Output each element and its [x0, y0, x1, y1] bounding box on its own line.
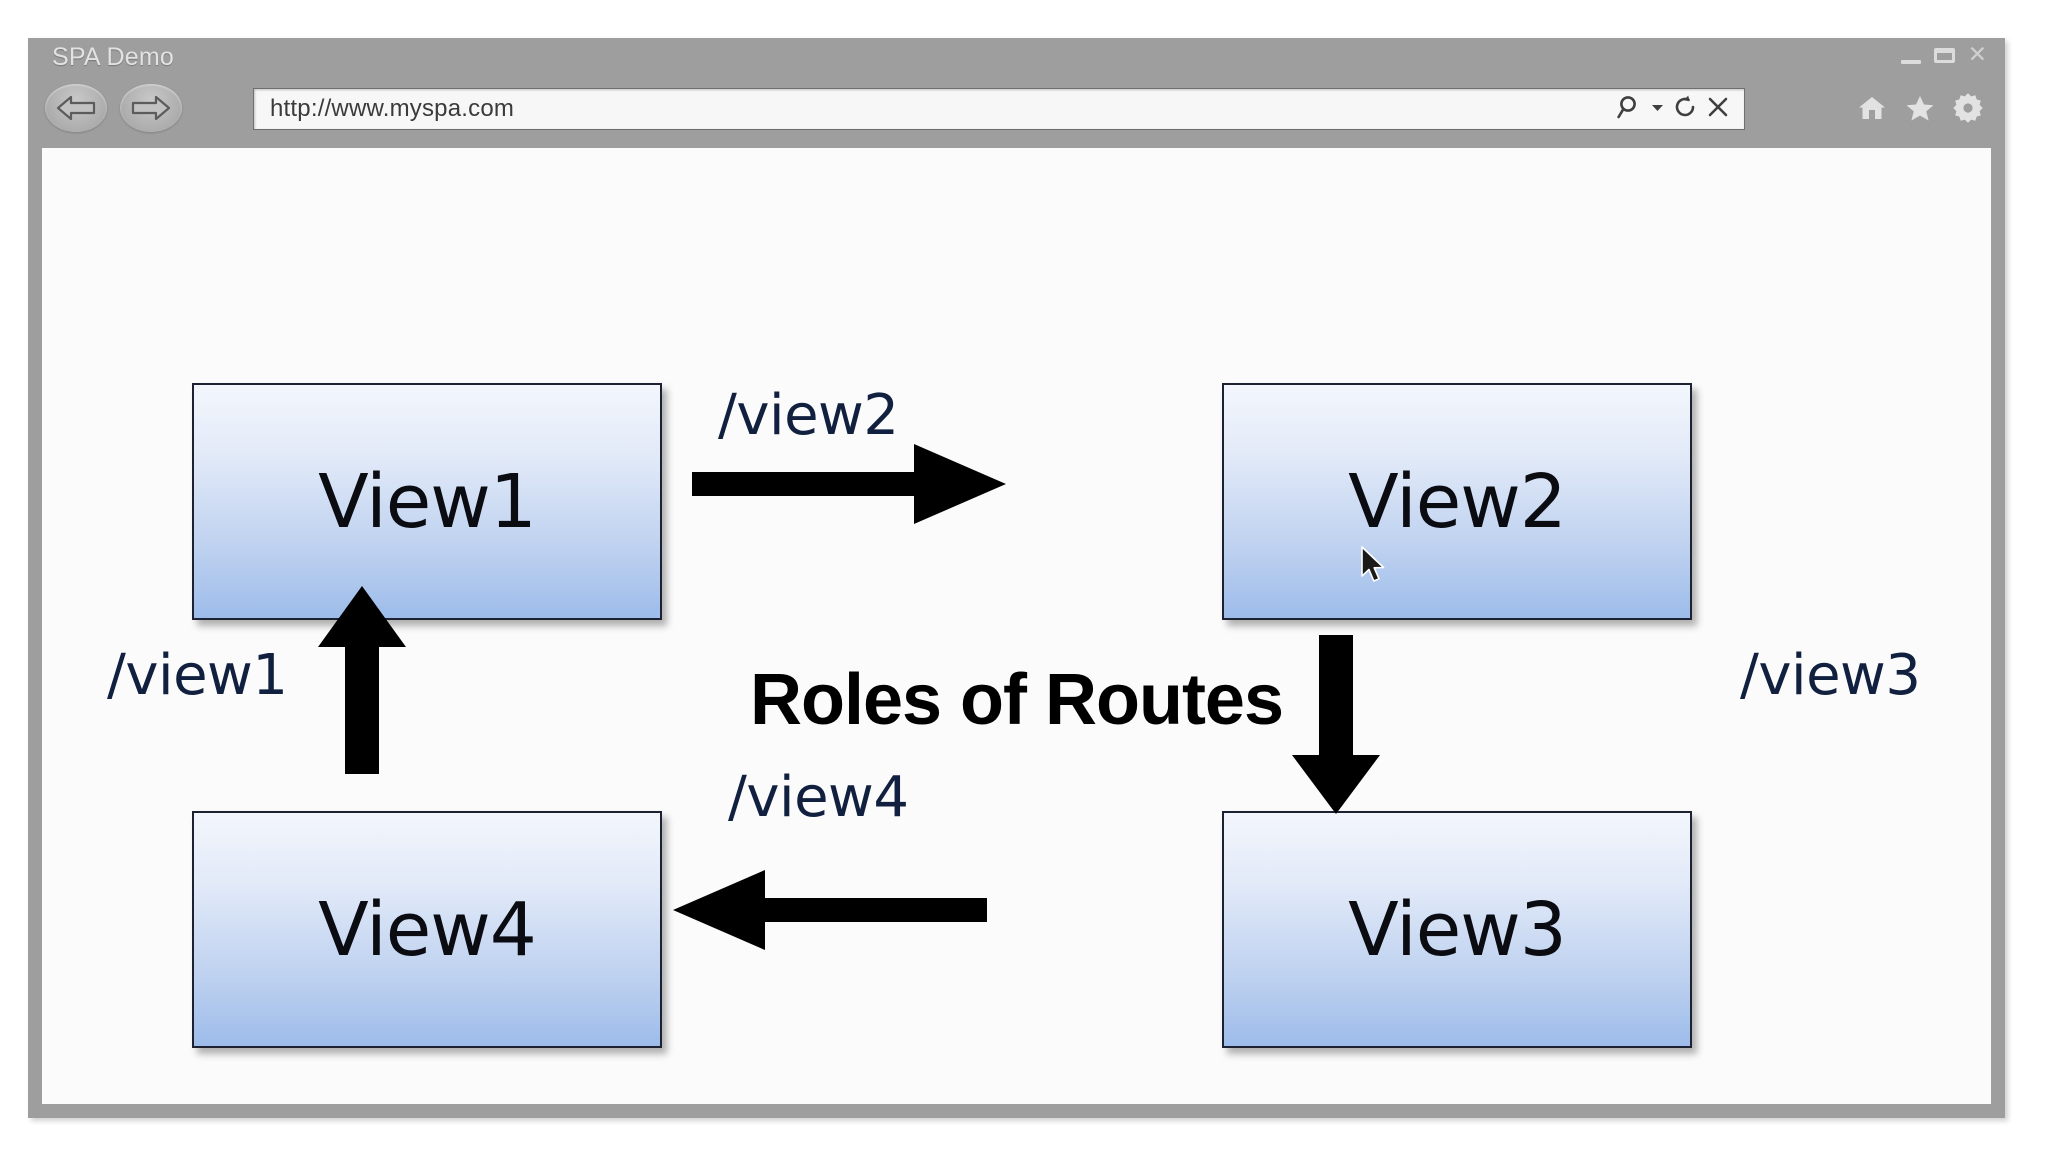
- back-arrow-icon[interactable]: [45, 84, 107, 132]
- arrow-right-icon: [692, 436, 1007, 537]
- refresh-icon[interactable]: [1672, 94, 1698, 125]
- star-icon[interactable]: [1905, 94, 1935, 127]
- forward-arrow-icon[interactable]: [120, 84, 182, 132]
- route-label-view1: /view1: [107, 643, 288, 708]
- view-box-view4[interactable]: View4: [192, 811, 662, 1048]
- view-box-label: View4: [318, 886, 537, 973]
- home-icon[interactable]: [1857, 94, 1887, 127]
- window-title: SPA Demo: [52, 43, 175, 71]
- route-label-view4: /view4: [728, 765, 909, 830]
- page-viewport: View1 View2 View3 View4: [42, 148, 1991, 1104]
- arrow-down-icon: [1288, 635, 1384, 820]
- address-input[interactable]: http://www.myspa.com: [270, 95, 515, 122]
- view-box-view1[interactable]: View1: [192, 383, 662, 620]
- browser-window: SPA Demo ✕ http://www.myspa.com: [28, 38, 2005, 1118]
- view-box-label: View3: [1348, 886, 1567, 973]
- view-box-label: View2: [1348, 458, 1567, 545]
- page-heading: Roles of Routes: [749, 660, 1284, 740]
- mouse-pointer-icon: [1360, 546, 1390, 586]
- route-label-view2: /view2: [718, 383, 899, 448]
- browser-toolbar: http://www.myspa.com: [28, 76, 2005, 148]
- address-bar-actions: [1617, 94, 1744, 125]
- minimize-icon[interactable]: [1900, 59, 1921, 64]
- maximize-icon[interactable]: [1933, 48, 1955, 63]
- title-bar[interactable]: SPA Demo ✕: [28, 38, 2005, 76]
- search-icon[interactable]: [1617, 94, 1643, 125]
- chevron-down-icon[interactable]: [1651, 100, 1664, 118]
- route-label-view3: /view3: [1740, 643, 1921, 708]
- address-bar[interactable]: http://www.myspa.com: [253, 88, 1745, 130]
- arrow-up-icon: [314, 585, 410, 780]
- gear-icon[interactable]: [1953, 93, 1983, 128]
- view-box-view3[interactable]: View3: [1222, 811, 1692, 1048]
- window-controls: ✕: [1900, 41, 1987, 67]
- stop-icon[interactable]: [1706, 95, 1730, 124]
- view-box-label: View1: [318, 458, 537, 545]
- arrow-left-icon: [672, 862, 987, 963]
- browser-action-icons: [1857, 93, 1983, 128]
- close-icon[interactable]: ✕: [1967, 41, 1987, 67]
- view-box-view2[interactable]: View2: [1222, 383, 1692, 620]
